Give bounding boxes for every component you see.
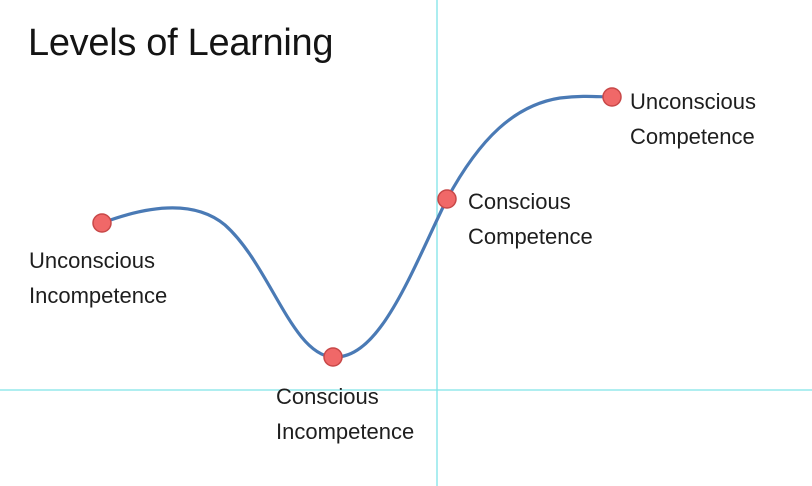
stage-label-unconscious-competence: Unconscious Competence [630, 84, 756, 154]
stage-label-conscious-competence: Conscious Competence [468, 184, 593, 254]
stage-point-conscious-incompetence [323, 347, 343, 367]
stage-label-line: Unconscious [29, 248, 155, 273]
stage-label-line: Conscious [276, 384, 379, 409]
stage-point-unconscious-competence [602, 87, 622, 107]
stage-label-conscious-incompetence: Conscious Incompetence [276, 379, 414, 449]
stage-point-conscious-competence [437, 189, 457, 209]
diagram-title: Levels of Learning [28, 22, 334, 64]
stage-label-line: Unconscious [630, 89, 756, 114]
stage-label-unconscious-incompetence: Unconscious Incompetence [29, 243, 167, 313]
stage-point-unconscious-incompetence [92, 213, 112, 233]
learning-curve [100, 94, 614, 359]
stage-label-line: Incompetence [276, 419, 415, 444]
stage-label-line: Competence [468, 224, 593, 249]
stage-label-line: Competence [630, 124, 755, 149]
stage-label-line: Incompetence [29, 283, 168, 308]
stage-label-line: Conscious [468, 189, 571, 214]
